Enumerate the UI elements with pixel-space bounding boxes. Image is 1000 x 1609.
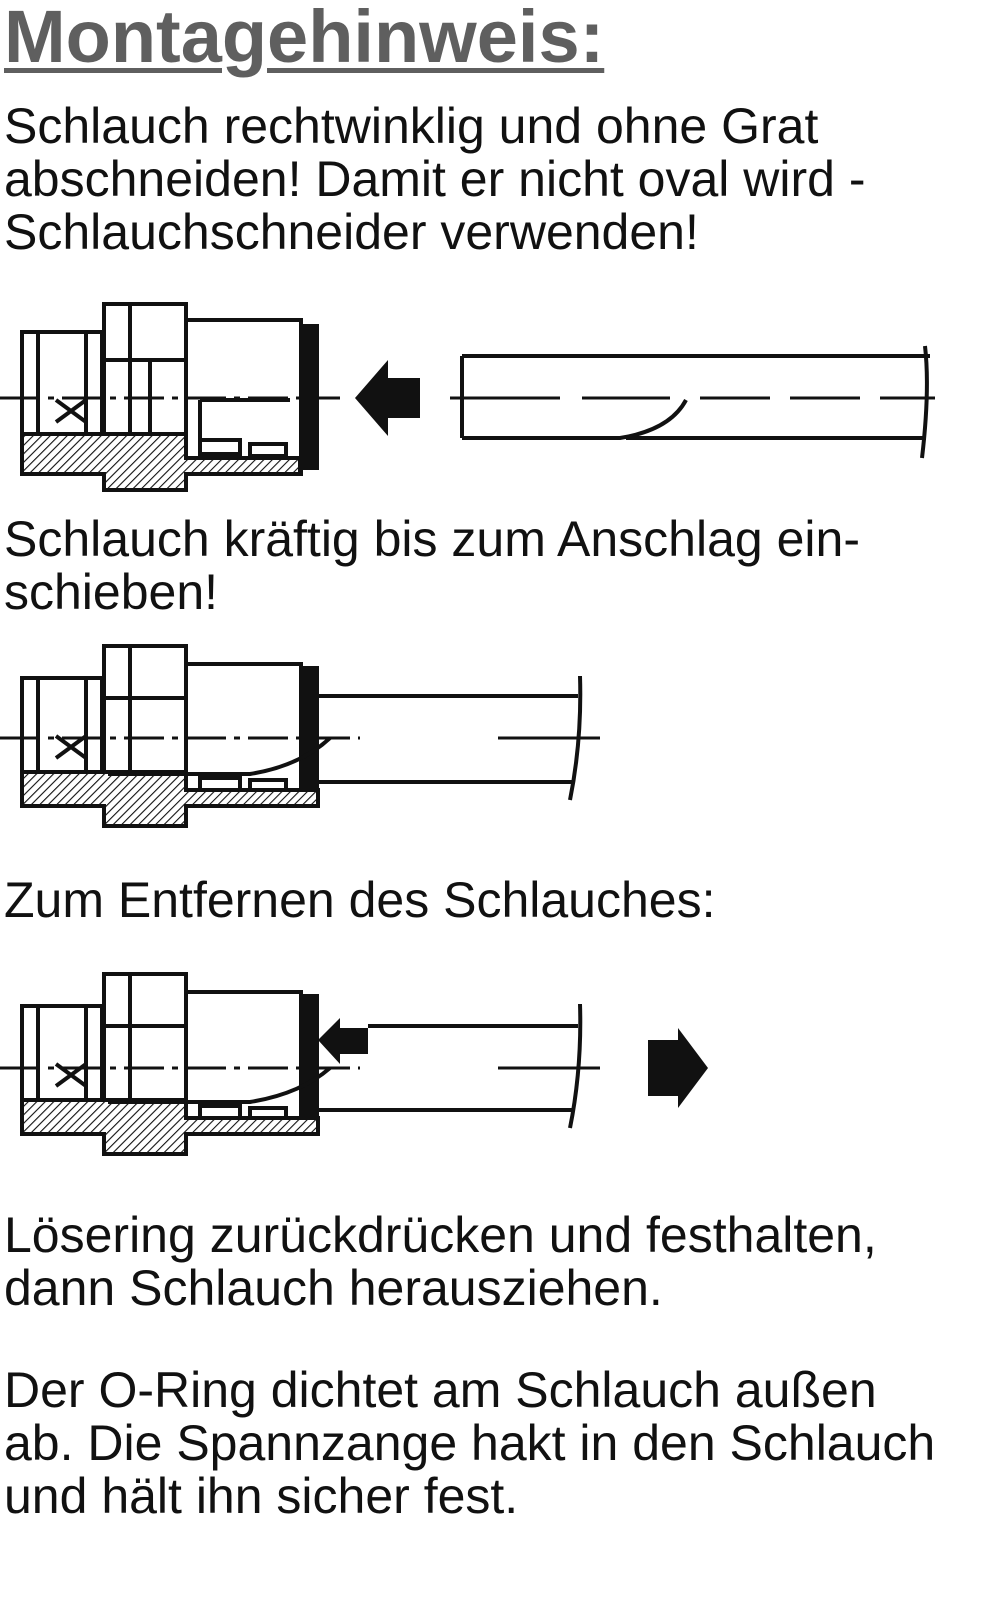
fitting-diagram-inserted xyxy=(0,644,600,828)
instruction-line: Lösering zurückdrücken und festhalten, xyxy=(4,1207,877,1263)
fitting-diagram-remove xyxy=(0,972,708,1156)
instruction-insert-hose: Schlauch kräftig bis zum Anschlag ein- s… xyxy=(4,513,860,619)
instruction-release-ring: Lösering zurückdrücken und festhalten, d… xyxy=(4,1209,877,1315)
instruction-line: ab. Die Spannzange hakt in den Schlauch xyxy=(4,1415,936,1471)
instruction-line: Der O-Ring dichtet am Schlauch außen xyxy=(4,1362,877,1418)
hose-drawing xyxy=(108,675,583,801)
instruction-line: dann Schlauch herausziehen. xyxy=(4,1260,663,1316)
hose-drawing xyxy=(450,345,935,459)
arrow-right-icon xyxy=(648,1028,708,1108)
instruction-line: Zum Entfernen des Schlauches: xyxy=(4,872,716,928)
instruction-cut-hose: Schlauch rechtwinklig und ohne Grat absc… xyxy=(4,100,866,259)
arrow-left-small-icon xyxy=(318,1018,368,1064)
note-o-ring: Der O-Ring dichtet am Schlauch außen ab.… xyxy=(4,1364,935,1523)
push-fitting-drawing xyxy=(20,302,319,492)
instruction-line: und hält ihn sicher fest. xyxy=(4,1468,519,1524)
instruction-remove-heading: Zum Entfernen des Schlauches: xyxy=(4,874,716,927)
instruction-line: schieben! xyxy=(4,564,219,620)
fitting-diagram-insert xyxy=(0,302,935,492)
instruction-line: Schlauch rechtwinklig und ohne Grat xyxy=(4,98,819,154)
page-title: Montagehinweis: xyxy=(4,0,605,78)
instruction-line: Schlauchschneider verwenden! xyxy=(4,204,699,260)
instruction-line: Schlauch kräftig bis zum Anschlag ein- xyxy=(4,511,860,567)
arrow-left-icon xyxy=(355,360,420,436)
instruction-line: abschneiden! Damit er nicht oval wird - xyxy=(4,151,866,207)
